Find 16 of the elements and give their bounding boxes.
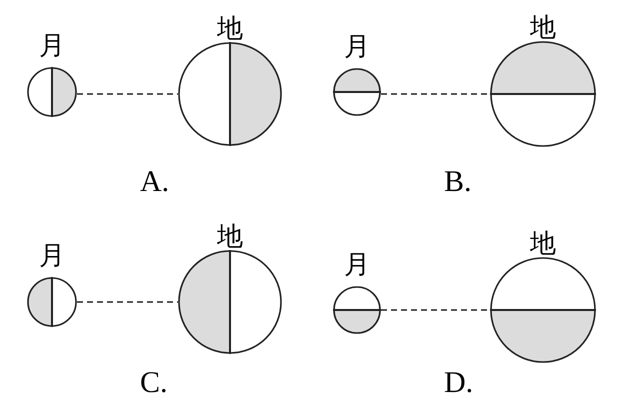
circle-label: 地 <box>530 229 556 259</box>
circle-label: 月 <box>39 241 65 271</box>
dashed-line <box>77 301 178 303</box>
dashed-line <box>381 93 490 95</box>
circle-label: 月 <box>344 32 370 62</box>
circle-label: 月 <box>344 250 370 280</box>
dashed-line <box>77 93 178 95</box>
option-label: B. <box>444 165 472 199</box>
circle-label: 地 <box>530 13 556 43</box>
option-label: D. <box>444 366 474 400</box>
dashed-line <box>381 309 490 311</box>
circle-label: 地 <box>217 222 243 252</box>
option-label: A. <box>140 165 170 199</box>
option-label: C. <box>140 366 168 400</box>
circle-label: 地 <box>217 14 243 44</box>
circle-label: 月 <box>39 31 65 61</box>
